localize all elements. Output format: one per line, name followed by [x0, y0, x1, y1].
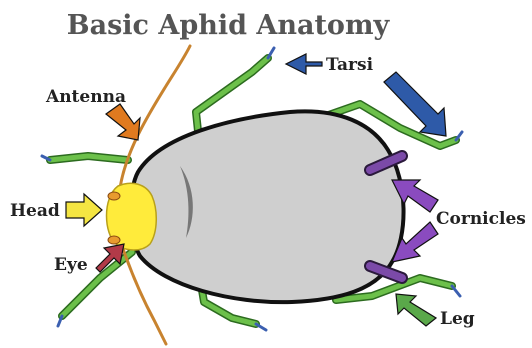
label-antenna: Antenna: [45, 87, 126, 107]
leg-arrow: [396, 294, 436, 326]
leg-upper-left: [42, 156, 128, 160]
eye-upper: [108, 192, 120, 200]
antenna-arrow: [106, 104, 140, 140]
eye-lower: [108, 236, 120, 244]
diagram-title: Basic Aphid Anatomy: [67, 10, 391, 41]
head-arrow: [66, 194, 102, 226]
tarsi-arrow-left: [286, 54, 322, 74]
label-leg: Leg: [440, 309, 475, 329]
label-cornicles: Cornicles: [436, 209, 526, 229]
label-eye: Eye: [54, 255, 88, 275]
label-head: Head: [10, 201, 60, 221]
label-tarsi: Tarsi: [326, 55, 374, 75]
aphid-body: [131, 111, 404, 302]
